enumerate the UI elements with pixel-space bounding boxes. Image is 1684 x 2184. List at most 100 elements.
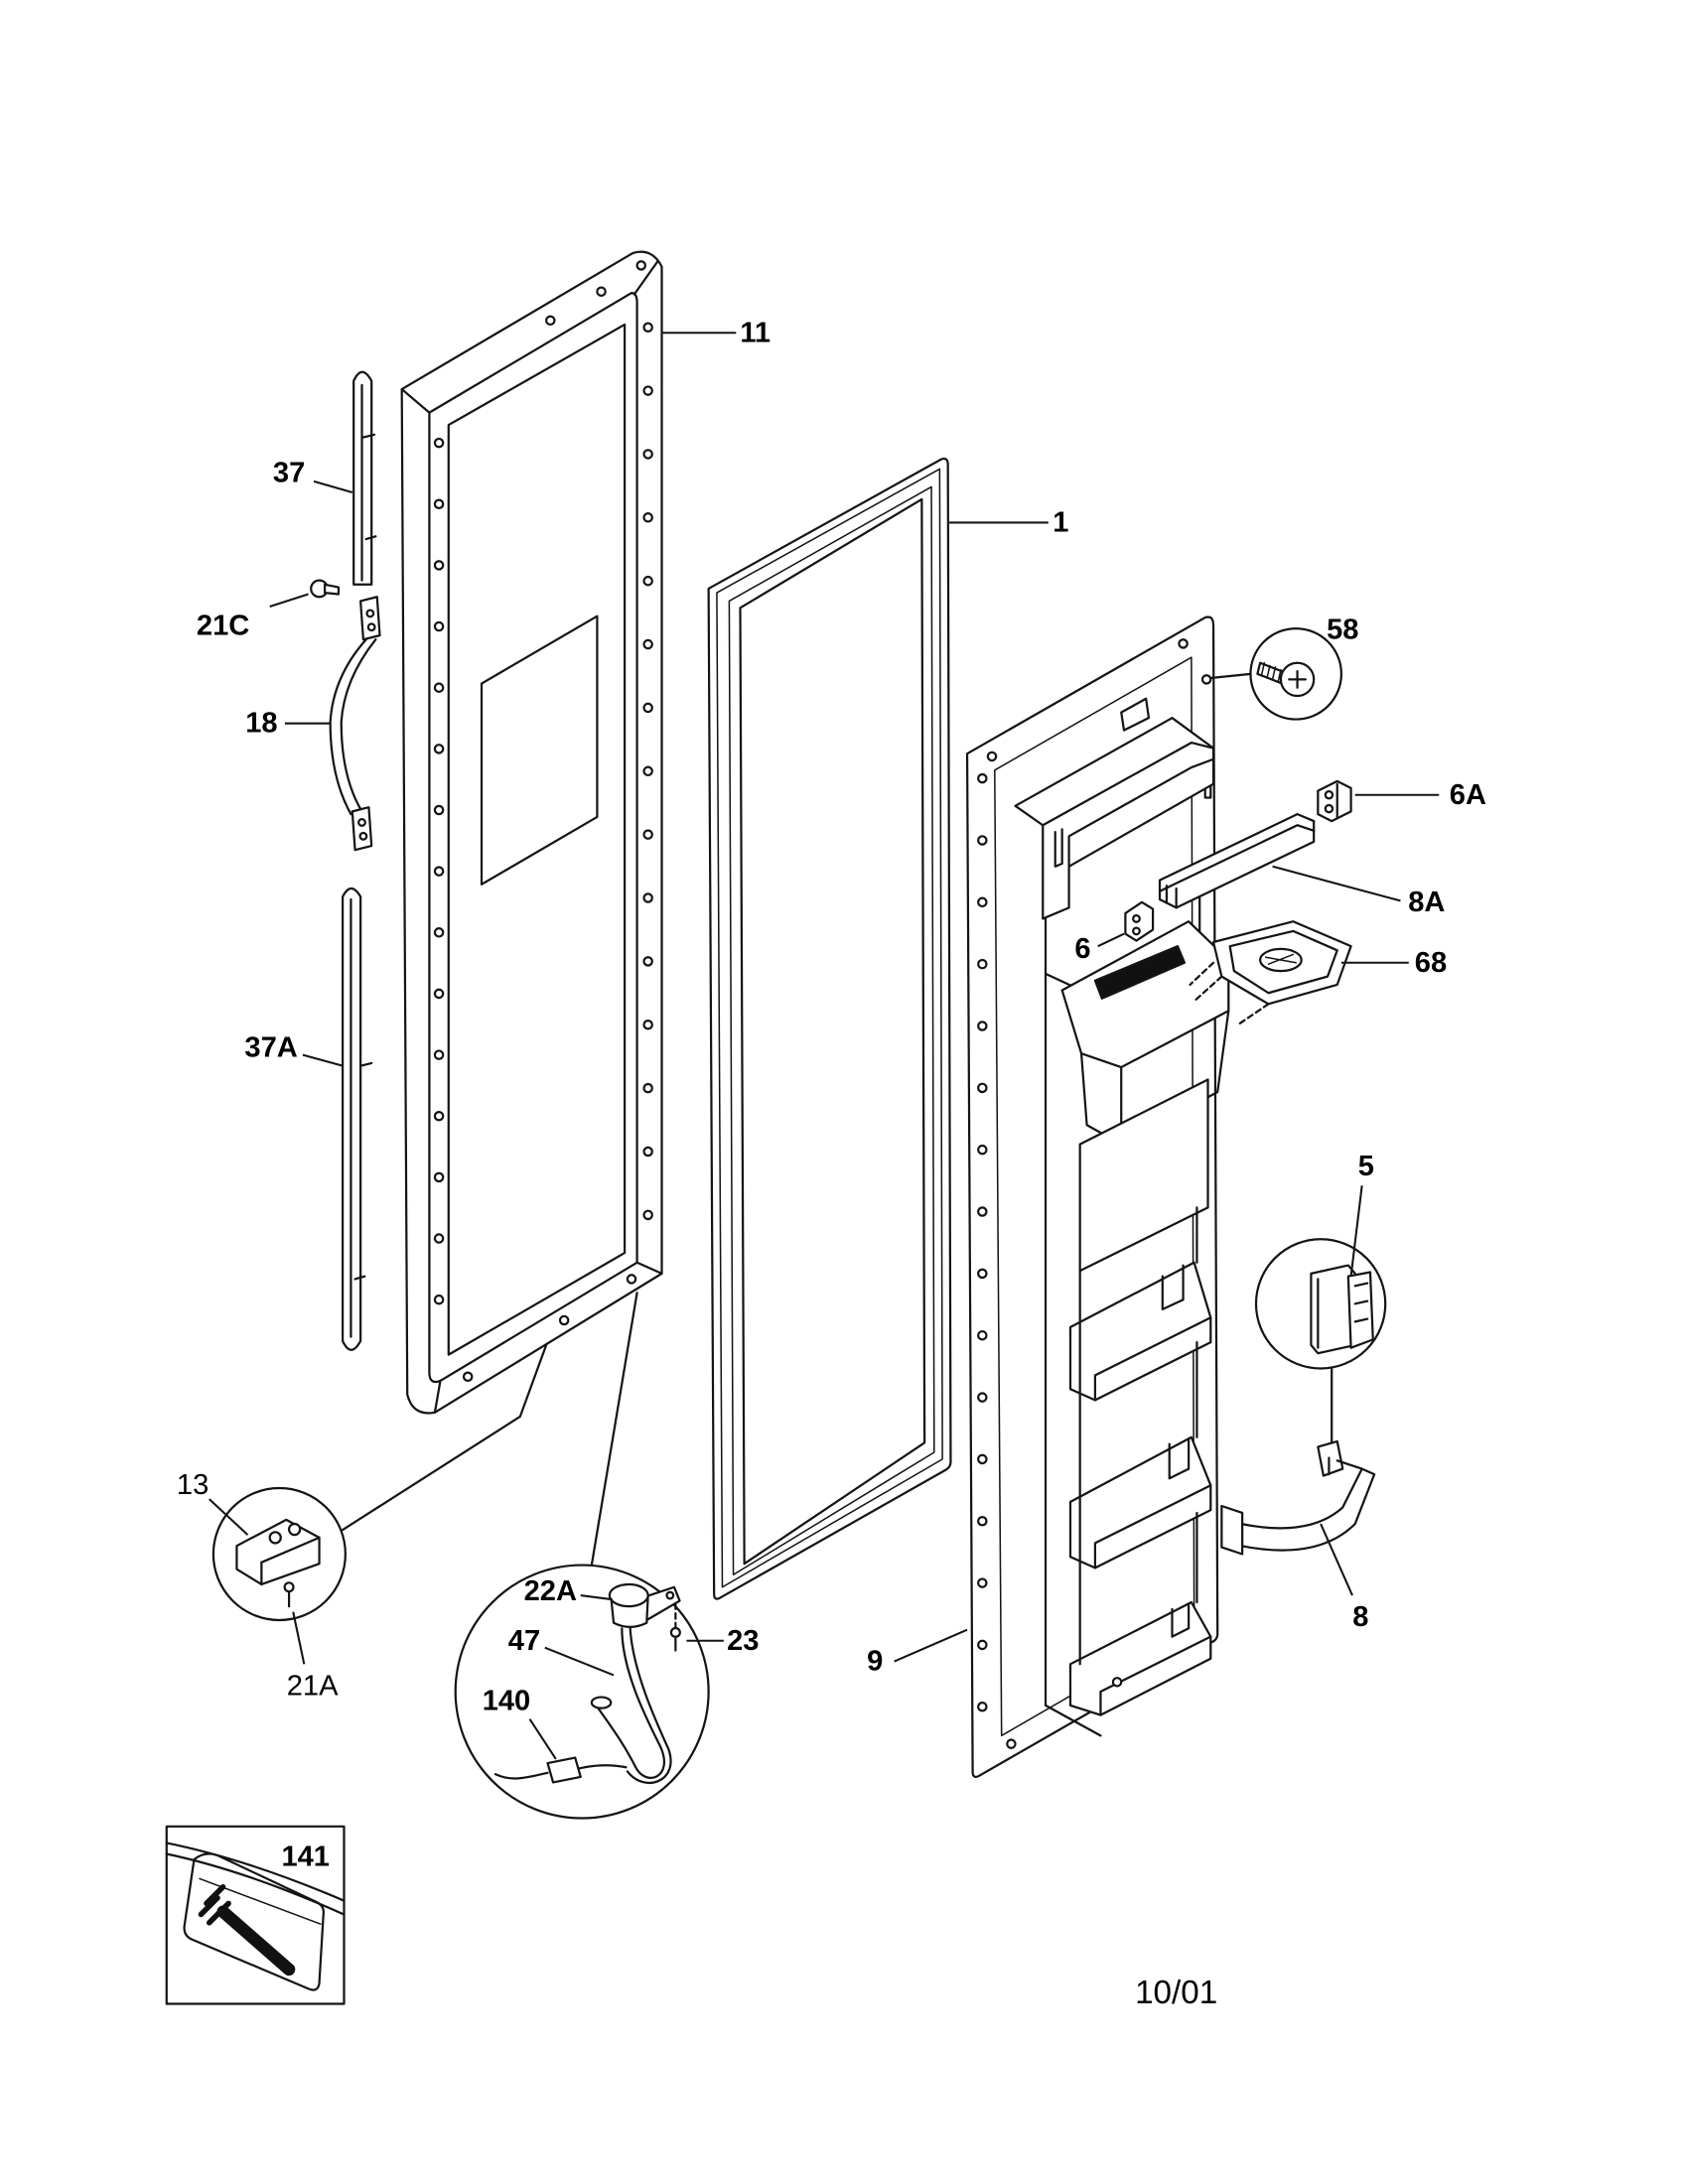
mounting-hole [977, 1268, 988, 1280]
callout-9: 9 [867, 1646, 883, 1678]
panel-holes [977, 638, 1212, 1749]
mounting-hole [977, 835, 988, 846]
mounting-hole [977, 1206, 988, 1217]
callout-8A: 8A [1408, 887, 1445, 918]
leader-8A [1272, 865, 1401, 902]
door-bin [1068, 1261, 1212, 1402]
leader-22A [580, 1594, 613, 1601]
mounting-hole [462, 1371, 474, 1383]
bracket-6 [1124, 900, 1155, 942]
callout-11: 11 [740, 317, 771, 348]
dispenser-lower-panel [1078, 1078, 1209, 1273]
callout-5: 5 [1358, 1151, 1374, 1182]
leader-37A [302, 1053, 344, 1067]
callout-58: 58 [1327, 614, 1358, 646]
mounting-hole [1006, 1738, 1017, 1749]
mounting-hole [1178, 638, 1189, 649]
mounting-hole [977, 772, 988, 784]
mounting-hole [433, 1294, 445, 1305]
callout-8: 8 [1352, 1601, 1368, 1633]
mounting-hole [433, 498, 445, 510]
leader-21C [269, 593, 309, 608]
mounting-hole [433, 744, 445, 754]
mounting-hole [642, 575, 653, 587]
leader-47 [544, 1646, 615, 1677]
mounting-hole [977, 958, 988, 970]
leader-6 [1097, 932, 1125, 948]
callout-140: 140 [483, 1686, 531, 1717]
trim-strip-37 [352, 370, 377, 586]
mounting-hole [977, 1082, 988, 1094]
door-gasket [707, 457, 952, 1600]
mounting-hole [642, 1209, 653, 1221]
leader-21A [292, 1611, 306, 1665]
mounting-hole [433, 560, 445, 571]
mounting-hole [433, 620, 445, 632]
callout-37A: 37A [244, 1032, 297, 1064]
screw-21C [310, 579, 341, 599]
hinge-detail-13 [211, 1343, 548, 1622]
liner-window-panel [480, 614, 599, 886]
mounting-hole [626, 1274, 637, 1285]
ice-chute-opening [1093, 945, 1187, 1000]
door-bin [1068, 1600, 1212, 1716]
liner-holes [433, 260, 653, 1383]
mounting-hole [433, 1233, 445, 1244]
mounting-hole [433, 988, 445, 1000]
mounting-hole [642, 385, 653, 396]
callout-141: 141 [281, 1841, 330, 1872]
mounting-hole [986, 751, 998, 762]
mounting-hole [977, 1639, 988, 1651]
mounting-hole [635, 260, 646, 271]
leader-37 [313, 479, 353, 493]
clip-detail-5 [1254, 1238, 1387, 1448]
panel-tab [1120, 697, 1151, 732]
callout-22A: 22A [524, 1575, 577, 1607]
mounting-hole [433, 804, 445, 816]
mounting-hole [977, 1329, 988, 1341]
mounting-hole [1111, 1677, 1123, 1688]
mounting-hole [977, 1702, 988, 1712]
mounting-hole [433, 1049, 445, 1060]
handle-bracket-18 [329, 596, 381, 852]
date-code: 10/01 [1135, 1975, 1217, 2011]
trim-strip-37A [341, 887, 373, 1351]
switch-detail-22A [454, 1292, 710, 1820]
mounting-hole [433, 682, 445, 693]
parts-kit-box-141 [165, 1825, 346, 2005]
mounting-hole [977, 1144, 988, 1156]
mounting-hole [642, 956, 653, 967]
mounting-hole [642, 892, 653, 903]
callout-1: 1 [1052, 506, 1068, 538]
mounting-hole [558, 1314, 570, 1326]
callout-13: 13 [177, 1469, 209, 1501]
leader-9 [894, 1628, 968, 1663]
mounting-hole [642, 1082, 653, 1094]
tool-icon [216, 1905, 296, 1977]
mounting-hole [977, 1392, 988, 1403]
mounting-hole [642, 322, 653, 333]
mounting-hole [642, 765, 653, 777]
callout-23: 23 [727, 1625, 759, 1657]
mounting-hole [433, 1110, 445, 1122]
callout-21C: 21C [197, 610, 249, 641]
door-bin [1068, 1435, 1212, 1570]
mounting-hole [642, 449, 653, 460]
leader-5 [1349, 1185, 1363, 1277]
mounting-hole [433, 1171, 445, 1183]
channel-rail-8A [1158, 813, 1316, 909]
leader-8 [1320, 1523, 1353, 1596]
mounting-hole [977, 1515, 988, 1527]
mounting-hole [642, 1146, 653, 1158]
mounting-hole [977, 896, 988, 908]
mounting-hole [642, 829, 653, 840]
callout-37: 37 [273, 458, 305, 489]
callout-21A: 21A [287, 1670, 339, 1702]
callout-6A: 6A [1450, 779, 1486, 811]
mounting-hole [642, 1019, 653, 1030]
screw-detail-58 [1209, 627, 1343, 721]
mounting-hole [433, 437, 445, 449]
callout-6: 6 [1074, 933, 1090, 965]
callout-68: 68 [1415, 947, 1447, 979]
